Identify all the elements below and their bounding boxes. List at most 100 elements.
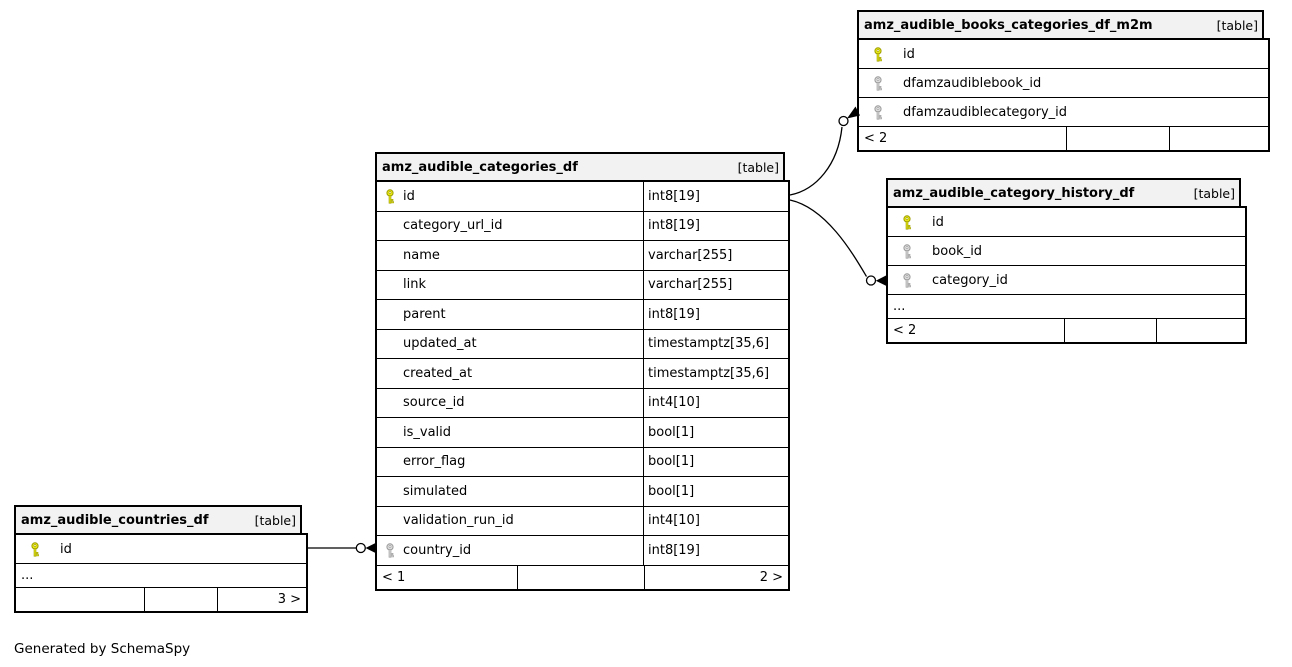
fk-arrowhead-icon [365,543,375,553]
footer-cell-1 [1065,319,1157,342]
zero-cardinality-circle [355,542,366,554]
relationship-countries-to-categories [308,542,375,554]
table-footer: 3 > [16,588,306,611]
column-name: id [903,46,915,62]
foreign-key-icon [874,104,882,120]
column-name: dfamzaudiblebook_id [903,75,1042,91]
table-node-category-history[interactable]: amz_audible_category_history_df [table] id… [886,178,1247,344]
column-type: timestamptz[35,6] [643,329,788,358]
primary-key-icon [31,541,39,557]
relationship-categories-to-m2m [789,106,860,196]
column-type: varchar[255] [643,270,788,299]
foreign-key-icon [903,243,911,259]
primary-key-icon [386,189,394,204]
footer-cell-0: < 2 [888,319,1065,342]
key-slot [377,543,403,558]
column-name: dfamzaudiblecategory_id [903,104,1068,120]
column-row-dfamzaudiblebook_id: dfamzaudiblebook_id [859,69,1268,98]
table-header[interactable]: amz_audible_books_categories_df_m2m [tabl… [857,10,1264,38]
table-name[interactable]: amz_audible_books_categories_df_m2m [864,17,1153,33]
column-row-simulated: simulated bool[1] [377,477,788,507]
foreign-key-icon [874,75,882,91]
column-name: id [60,541,72,557]
zero-cardinality-circle [838,115,849,127]
column-row-validation_run_id: validation_run_id int4[10] [377,506,788,536]
column-name: created_at [403,365,473,381]
table-node-countries[interactable]: amz_audible_countries_df [table] id...3 > [14,505,308,613]
key-slot [859,75,903,91]
footer-cell-1 [145,588,218,611]
key-slot [859,46,903,62]
foreign-key-icon [903,272,911,288]
fk-arrowhead-icon [875,275,886,286]
column-type: bool[1] [643,477,788,506]
relationship-categories-to-history [789,199,886,286]
table-name[interactable]: amz_audible_category_history_df [893,185,1135,201]
column-row-id: id [888,208,1245,237]
column-name: validation_run_id [403,513,514,529]
foreign-key-icon [386,543,394,558]
column-name: link [403,277,426,293]
key-slot [859,104,903,120]
column-name: simulated [403,483,468,499]
column-row-id: id [16,535,306,564]
column-row-parent: parent int8[19] [377,300,788,330]
column-row-category_id: category_id [888,266,1245,295]
table-body: id dfamzaudiblebook_id dfamzaudiblecategor… [857,38,1270,152]
column-row-dfamzaudiblecategory_id: dfamzaudiblecategory_id [859,98,1268,127]
column-type: int4[10] [643,506,788,535]
primary-key-icon [903,214,911,230]
table-header[interactable]: amz_audible_countries_df [table] [14,505,302,533]
column-type: int8[19] [643,536,788,565]
more-columns-ellipsis: ... [16,564,306,588]
zero-cardinality-circle [865,275,877,286]
column-row-country_id: country_id int8[19] [377,536,788,566]
column-name: country_id [403,542,472,558]
footer-cell-2 [1157,319,1245,342]
more-columns-ellipsis: ... [888,295,1245,319]
column-name: book_id [932,243,983,259]
table-body: id...3 > [14,533,308,613]
column-type: int4[10] [643,388,788,417]
key-slot [888,214,932,230]
table-header[interactable]: amz_audible_categories_df [table] [375,152,785,180]
table-type-tag: [table] [1216,17,1258,33]
table-header[interactable]: amz_audible_category_history_df [table] [886,178,1241,206]
column-name: error_flag [403,454,466,470]
primary-key-icon [874,46,882,62]
column-name: parent [403,306,446,322]
table-node-books-categories-m2m[interactable]: amz_audible_books_categories_df_m2m [tabl… [857,10,1270,152]
column-row-link: link varchar[255] [377,270,788,300]
column-name: category_id [932,272,1008,288]
key-slot [888,272,932,288]
column-type: int8[19] [643,182,788,211]
footer-cell-2 [1170,127,1268,150]
table-type-tag: [table] [1193,185,1235,201]
table-footer: < 2 [859,127,1268,150]
column-name: category_url_id [403,218,503,234]
footer-cell-0: < 1 [377,565,518,589]
column-type: bool[1] [643,447,788,476]
column-row-book_id: book_id [888,237,1245,266]
column-row-error_flag: error_flag bool[1] [377,447,788,477]
column-name: name [403,247,440,263]
column-row-id: id [859,40,1268,69]
table-name[interactable]: amz_audible_countries_df [21,512,209,528]
footer-cell-1 [518,565,645,589]
table-type-tag: [table] [254,512,296,528]
table-name[interactable]: amz_audible_categories_df [382,159,578,175]
table-type-tag: [table] [737,159,779,175]
column-type: timestamptz[35,6] [643,359,788,388]
column-type: int8[19] [643,300,788,329]
table-body: id book_id category_id...< 2 [886,206,1247,344]
